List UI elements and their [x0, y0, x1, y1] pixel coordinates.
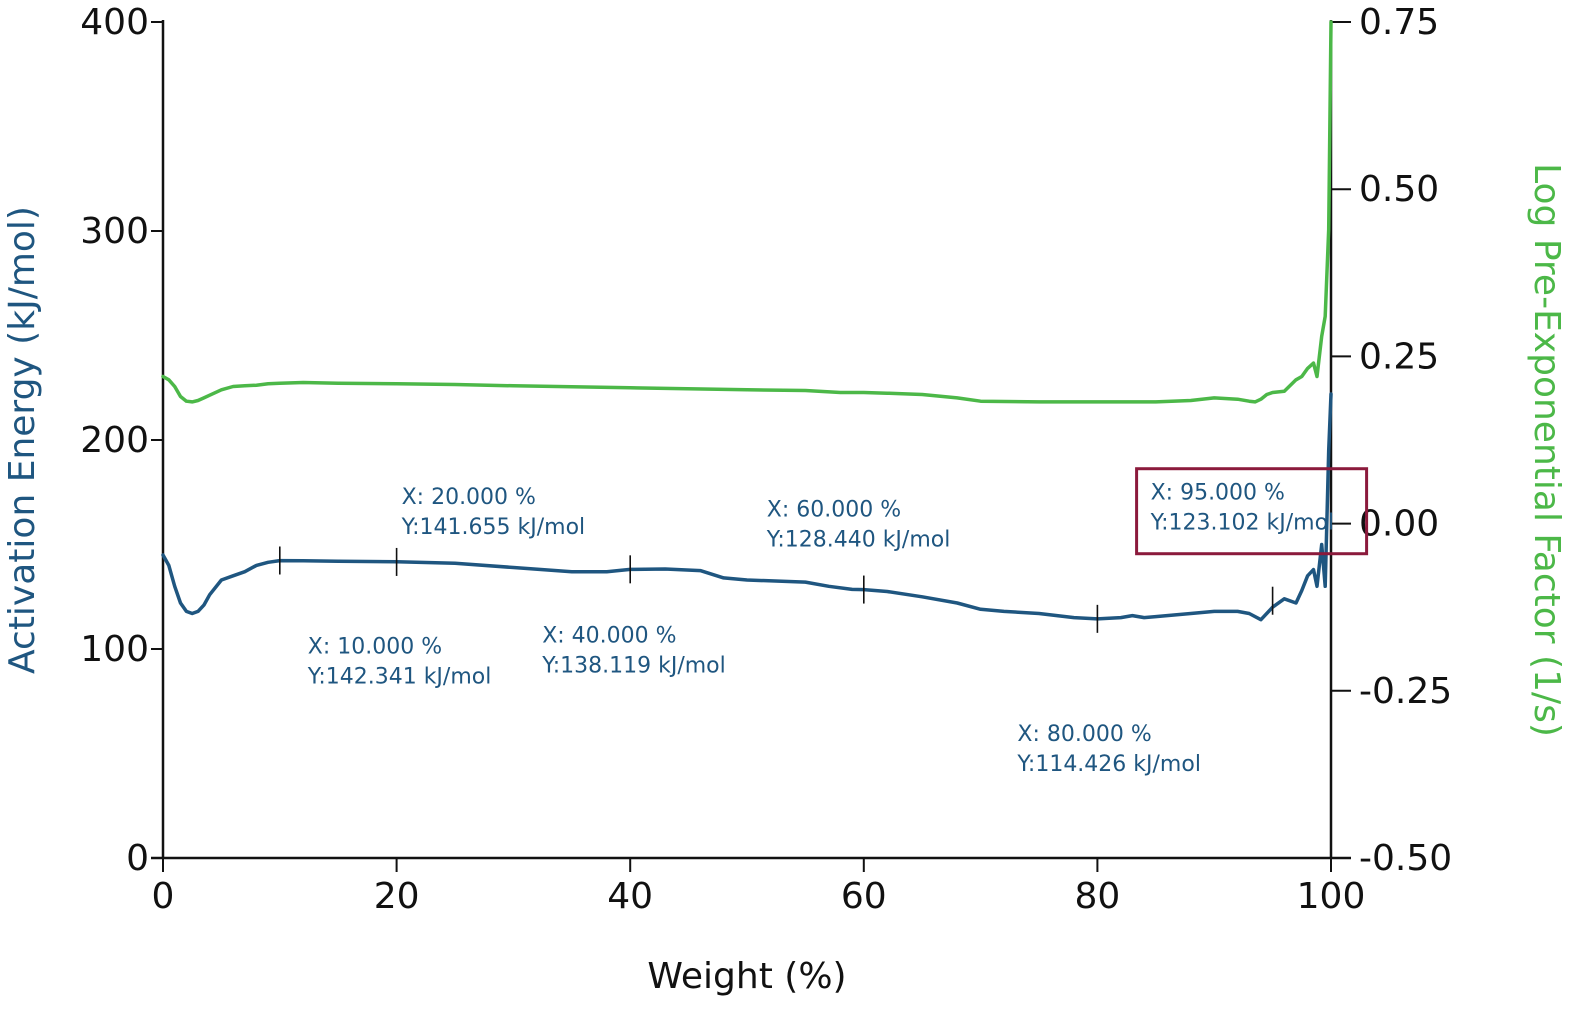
highlight-box: [1135, 467, 1369, 556]
axes-group: 0 20 40 60 80 100 0 100 200 300 400 -0.50 -0.25 0.00 0…: [80, 2, 1452, 917]
y-tick-label: 400: [80, 2, 149, 43]
annotation-x-label: X: 80.000 %: [1017, 722, 1151, 747]
y-axis-title: Activation Energy (kJ/mol): [2, 206, 43, 674]
y2-tick-label: 0.50: [1359, 169, 1439, 210]
annotation-y-label: Y:141.655 kJ/mol: [401, 515, 586, 540]
annotations-layer: X: 10.000 % Y:142.341 kJ/mol X: 20.000 % Y:…: [278, 467, 1369, 777]
x-tick-label: 60: [841, 876, 887, 917]
y2-axis-title: Log Pre-Exponential Factor (1/s): [1526, 163, 1567, 737]
annotation-x-label: X: 10.000 %: [308, 635, 442, 660]
y2-tick-label: 0.25: [1359, 336, 1439, 377]
x-axis-title: Weight (%): [647, 956, 846, 997]
y2-tick-label: -0.50: [1359, 838, 1452, 879]
x-tick-label: 80: [1074, 876, 1120, 917]
series-layer: [161, 20, 1333, 622]
y-tick-label: 100: [80, 629, 149, 670]
series-line-pre-exponential: [161, 20, 1333, 404]
annotation-y-label: Y:142.341 kJ/mol: [307, 665, 492, 690]
annotation-y-label: Y:123.102 kJ/mol: [1150, 511, 1335, 536]
annotation-x-label: X: 40.000 %: [542, 623, 676, 648]
y-tick-label: 300: [80, 211, 149, 252]
x-tick-label: 40: [607, 876, 653, 917]
annotation-x-label: X: 95.000 %: [1151, 481, 1285, 506]
y-tick-label: 0: [126, 838, 149, 879]
y2-tick-label: 0.00: [1359, 504, 1439, 545]
annotation-x-label: X: 20.000 %: [402, 485, 536, 510]
annotation-y-label: Y:128.440 kJ/mol: [766, 528, 951, 553]
x-tick-label: 0: [152, 876, 175, 917]
y2-tick-label: 0.75: [1359, 2, 1439, 43]
series-line-activation-energy: [161, 392, 1333, 622]
x-tick-label: 100: [1297, 876, 1366, 917]
y-tick-label: 200: [80, 420, 149, 461]
annotation-y-label: Y:138.119 kJ/mol: [541, 653, 726, 678]
annotation-y-label: Y:114.426 kJ/mol: [1016, 752, 1201, 777]
y2-tick-label: -0.25: [1359, 671, 1452, 712]
annotation-x-label: X: 60.000 %: [767, 498, 901, 523]
x-tick-label: 20: [374, 876, 420, 917]
